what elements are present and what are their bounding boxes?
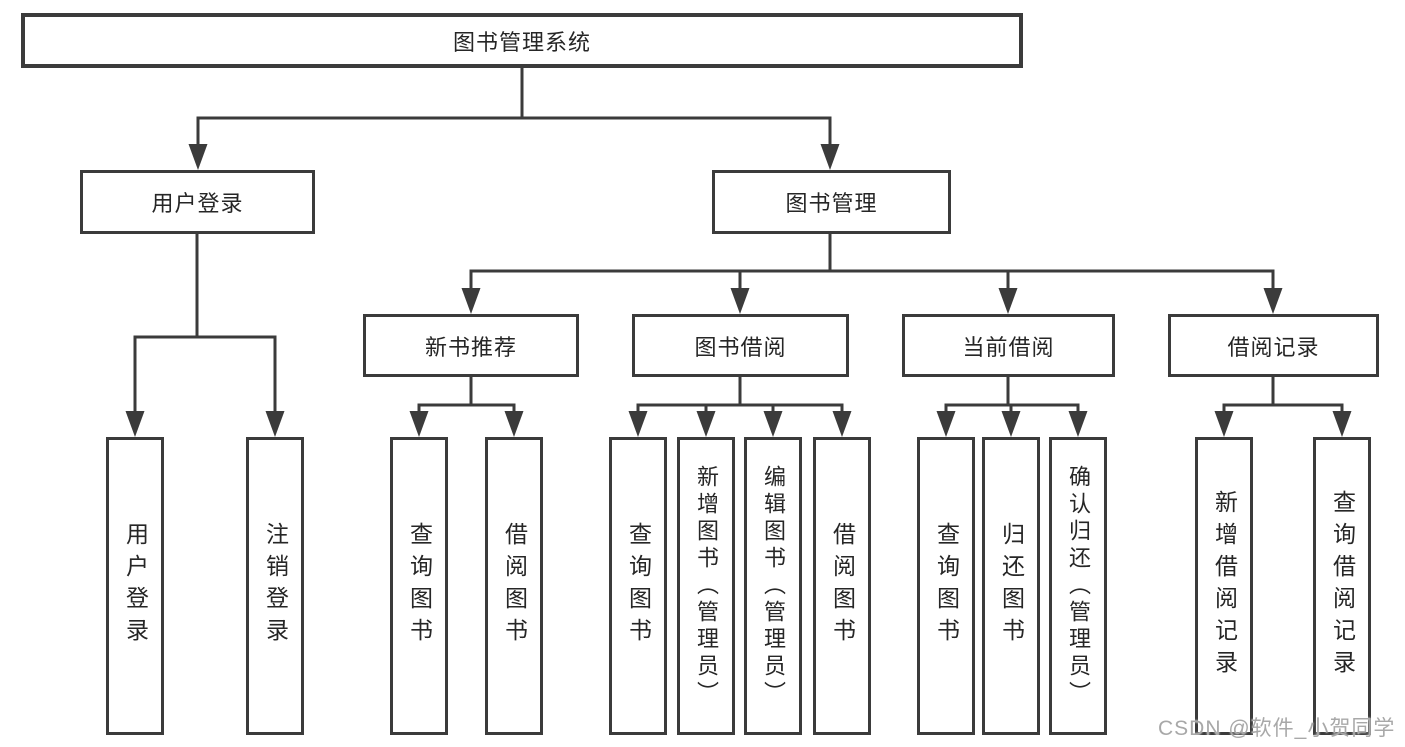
arrow-down-icon bbox=[1001, 411, 1021, 437]
leaf-query-books-recommend: 查询图书 bbox=[390, 437, 448, 735]
leaf-query-books-borrow: 查询图书 bbox=[609, 437, 667, 735]
arrow-down-icon bbox=[832, 411, 852, 437]
leaf-query-books-current: 查询图书 bbox=[917, 437, 975, 735]
arrow-down-icon bbox=[1263, 288, 1283, 314]
arrow-down-icon bbox=[820, 144, 840, 170]
arrow-down-icon bbox=[265, 411, 285, 437]
node-user-login: 用户登录 bbox=[80, 170, 315, 234]
leaf-add-book-admin: 新增图书（管理员） bbox=[677, 437, 735, 735]
leaf-user-login: 用户登录 bbox=[106, 437, 164, 735]
node-borrowing-records: 借阅记录 bbox=[1168, 314, 1379, 377]
leaf-borrow-book: 借阅图书 bbox=[813, 437, 871, 735]
node-book-borrowing: 图书借阅 bbox=[632, 314, 849, 377]
arrow-down-icon bbox=[1214, 411, 1234, 437]
leaf-logout: 注销登录 bbox=[246, 437, 304, 735]
arrow-down-icon bbox=[998, 288, 1018, 314]
arrow-down-icon bbox=[763, 411, 783, 437]
leaf-borrow-books-recommend: 借阅图书 bbox=[485, 437, 543, 735]
leaf-add-borrow-record: 新增借阅记录 bbox=[1195, 437, 1253, 735]
arrow-down-icon bbox=[696, 411, 716, 437]
leaf-query-borrow-record: 查询借阅记录 bbox=[1313, 437, 1371, 735]
arrow-down-icon bbox=[936, 411, 956, 437]
leaf-confirm-return-admin: 确认归还（管理员） bbox=[1049, 437, 1107, 735]
node-book-management: 图书管理 bbox=[712, 170, 951, 234]
csdn-watermark: CSDN @软件_小贺同学 bbox=[1158, 717, 1396, 740]
arrow-down-icon bbox=[125, 411, 145, 437]
arrow-down-icon bbox=[461, 288, 481, 314]
arrow-down-icon bbox=[409, 411, 429, 437]
node-new-book-recommendation: 新书推荐 bbox=[363, 314, 579, 377]
leaf-edit-book-admin: 编辑图书（管理员） bbox=[744, 437, 802, 735]
arrow-down-icon bbox=[504, 411, 524, 437]
leaf-return-book: 归还图书 bbox=[982, 437, 1040, 735]
arrow-down-icon bbox=[628, 411, 648, 437]
arrow-down-icon bbox=[1332, 411, 1352, 437]
arrow-down-icon bbox=[730, 288, 750, 314]
node-current-borrowing: 当前借阅 bbox=[902, 314, 1115, 377]
arrow-down-icon bbox=[188, 144, 208, 170]
node-library-management-system: 图书管理系统 bbox=[21, 13, 1023, 68]
arrow-down-icon bbox=[1068, 411, 1088, 437]
